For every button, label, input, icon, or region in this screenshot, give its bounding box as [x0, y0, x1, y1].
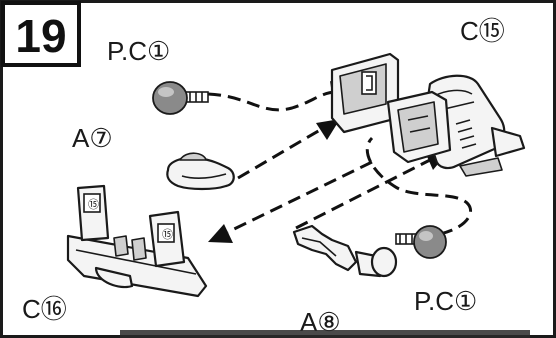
path-c15-to-c16: [227, 160, 373, 234]
path-pc1-to-c15: [207, 90, 337, 112]
svg-text:⑮: ⑮: [162, 228, 173, 241]
part-a8: [292, 224, 398, 278]
arrowhead-a7: [316, 119, 340, 140]
step-number: 19: [15, 10, 66, 62]
polycap-pc1-bottom: [395, 225, 447, 259]
label-c16: C⑯: [22, 294, 67, 324]
path-pc1-bottom-loop: [365, 136, 472, 238]
label-a7: A⑦: [72, 123, 113, 153]
label-pc1-bottom: P.C①: [414, 286, 477, 316]
path-a8-to-c15: [295, 158, 431, 230]
part-a7: [166, 152, 235, 191]
polycap-pc1-top: [152, 81, 209, 115]
part-c16: ⑮ ⑮: [66, 184, 208, 298]
part-c15: [330, 52, 526, 177]
label-c15: C⑮: [460, 16, 505, 46]
label-pc1-top: P.C①: [107, 36, 170, 66]
step-number-box: 19: [1, 1, 81, 67]
arrowhead-c16: [208, 224, 233, 243]
bottom-cutoff-text: [120, 330, 530, 338]
svg-text:⑮: ⑮: [88, 198, 99, 211]
path-a7-to-c15: [237, 128, 321, 180]
